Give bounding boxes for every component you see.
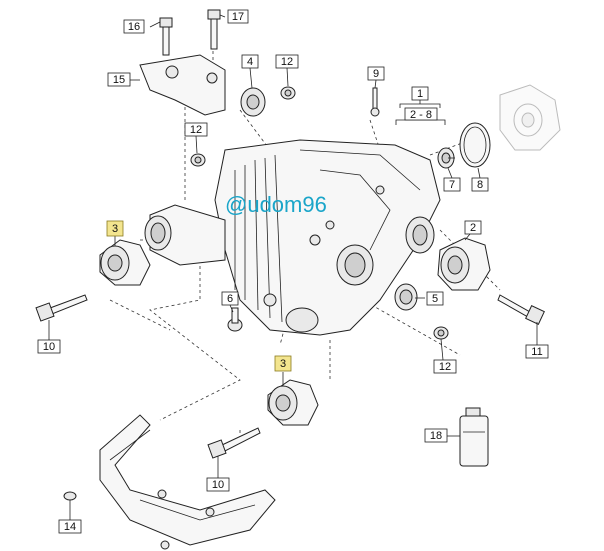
callout-label-3-lower: 3 <box>274 355 292 372</box>
part-3-bushing-lower <box>267 379 319 426</box>
callout-text-8: 8 <box>477 179 483 191</box>
callout-text-7: 7 <box>449 179 455 191</box>
part-15-bracket <box>139 54 226 116</box>
callout-label-15: 15 <box>107 72 131 87</box>
callout-text-6: 6 <box>227 293 233 305</box>
callout-label-7: 7 <box>443 177 461 192</box>
right-output-flange <box>405 216 435 254</box>
watermark-text: @udom96 <box>225 192 327 217</box>
callout-label-18: 18 <box>424 428 448 443</box>
callout-label-12-right: 12 <box>433 359 457 374</box>
callout-text-12-top: 12 <box>281 56 293 68</box>
part-12-nut-left <box>190 153 206 167</box>
callout-text-15: 15 <box>113 74 125 86</box>
callout-text-11: 11 <box>531 346 542 358</box>
part-14-clip <box>63 491 77 512</box>
callout-label-3-left: 3 <box>106 220 124 237</box>
lower-shield-cover <box>99 414 276 550</box>
part-17-bolt <box>207 9 221 50</box>
part-8-gasket <box>459 122 491 179</box>
part-2-bushing <box>437 237 491 291</box>
callout-label-11: 11 <box>525 344 549 359</box>
callout-label-8: 8 <box>471 177 489 192</box>
part-10-bolt-lower <box>207 427 261 459</box>
callout-text-10-lower: 10 <box>212 479 224 491</box>
callout-text-3-lower: 3 <box>280 358 286 370</box>
callout-leaders <box>48 14 538 520</box>
callout-text-10-left: 10 <box>43 341 55 353</box>
callout-text-1: 1 <box>417 88 423 100</box>
callout-label-2: 2 <box>464 220 482 235</box>
part-10-bolt-left <box>35 294 88 322</box>
callout-text-5: 5 <box>432 293 438 305</box>
callout-text-12-right: 12 <box>439 361 451 373</box>
callout-text-16: 16 <box>128 21 140 33</box>
left-mounting-arm <box>144 204 226 266</box>
callout-label-1: 1 <box>411 86 429 101</box>
callout-label-5: 5 <box>426 291 444 306</box>
part-12-nut-top <box>280 86 296 100</box>
part-16-bolt <box>159 17 173 56</box>
part-3-bushing-left <box>99 239 151 286</box>
callout-label-12-top: 12 <box>275 54 299 69</box>
callout-label-10-lower: 10 <box>206 477 230 492</box>
callout-text-18: 18 <box>430 430 442 442</box>
part-4-seal <box>240 87 266 117</box>
callout-label-6: 6 <box>221 291 239 306</box>
callout-text-2: 2 <box>470 222 476 234</box>
callout-label-14: 14 <box>58 519 82 534</box>
callout-text-2-8: 2 - 8 <box>410 109 432 121</box>
differential-housing <box>214 139 441 336</box>
callout-label-2-8: 2 - 8 <box>404 107 438 121</box>
callout-text-17: 17 <box>232 11 244 23</box>
callout-label-17: 17 <box>227 9 249 24</box>
callout-text-12-left: 12 <box>190 124 202 136</box>
callout-label-10-left: 10 <box>37 339 61 354</box>
callout-label-9: 9 <box>367 66 385 81</box>
callout-text-4: 4 <box>247 56 253 68</box>
part-5-seal <box>394 283 418 311</box>
part-11-bolt <box>497 294 545 325</box>
callout-text-9: 9 <box>373 68 379 80</box>
part-12-nut-right <box>433 326 449 340</box>
callout-text-3-left: 3 <box>112 223 118 235</box>
part-18-oil-bottle <box>459 407 489 467</box>
part-6-bolt <box>227 307 243 332</box>
callout-label-4: 4 <box>241 54 259 69</box>
callout-label-12-left: 12 <box>184 122 208 137</box>
callout-label-16: 16 <box>123 19 145 34</box>
part-9-breather <box>370 87 380 117</box>
part-7-seal <box>437 147 455 179</box>
callout-text-14: 14 <box>64 521 76 533</box>
pinion-flange <box>499 84 561 151</box>
